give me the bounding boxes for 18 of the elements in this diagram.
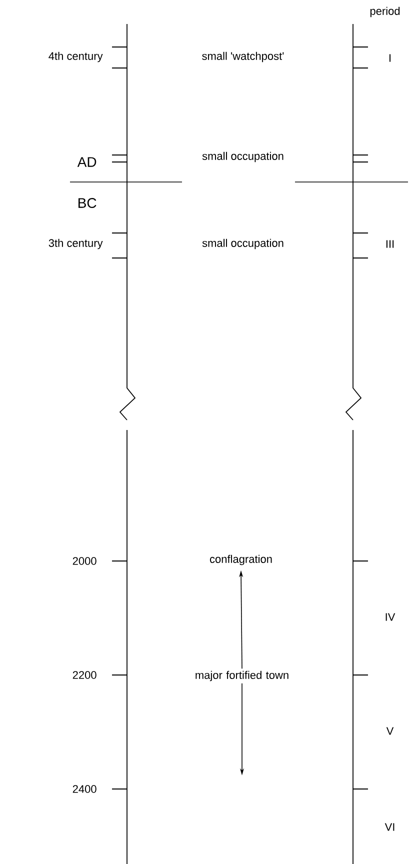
phase-label: small occupation [202, 238, 284, 250]
era-label: AD [77, 157, 96, 167]
phase-label: major fortified town [196, 670, 288, 682]
phase-label: small occupation [202, 152, 284, 162]
time-label: 2200 [72, 671, 96, 679]
era-label: BC [78, 198, 96, 208]
period-numeral: VI [384, 823, 394, 831]
time-label: 2000 [72, 557, 96, 565]
column-heading: period [370, 6, 400, 18]
period-numeral: V [386, 727, 394, 735]
phase-label: small 'watchpost' [202, 52, 284, 62]
time-label: 3th century [48, 238, 103, 250]
time-label: 4th century [48, 52, 103, 62]
period-numeral: III [386, 240, 394, 248]
time-label: 2400 [72, 785, 96, 793]
phase-label: conflagration [210, 554, 272, 566]
period-numeral: IV [386, 613, 396, 621]
period-numeral: I [390, 54, 391, 62]
